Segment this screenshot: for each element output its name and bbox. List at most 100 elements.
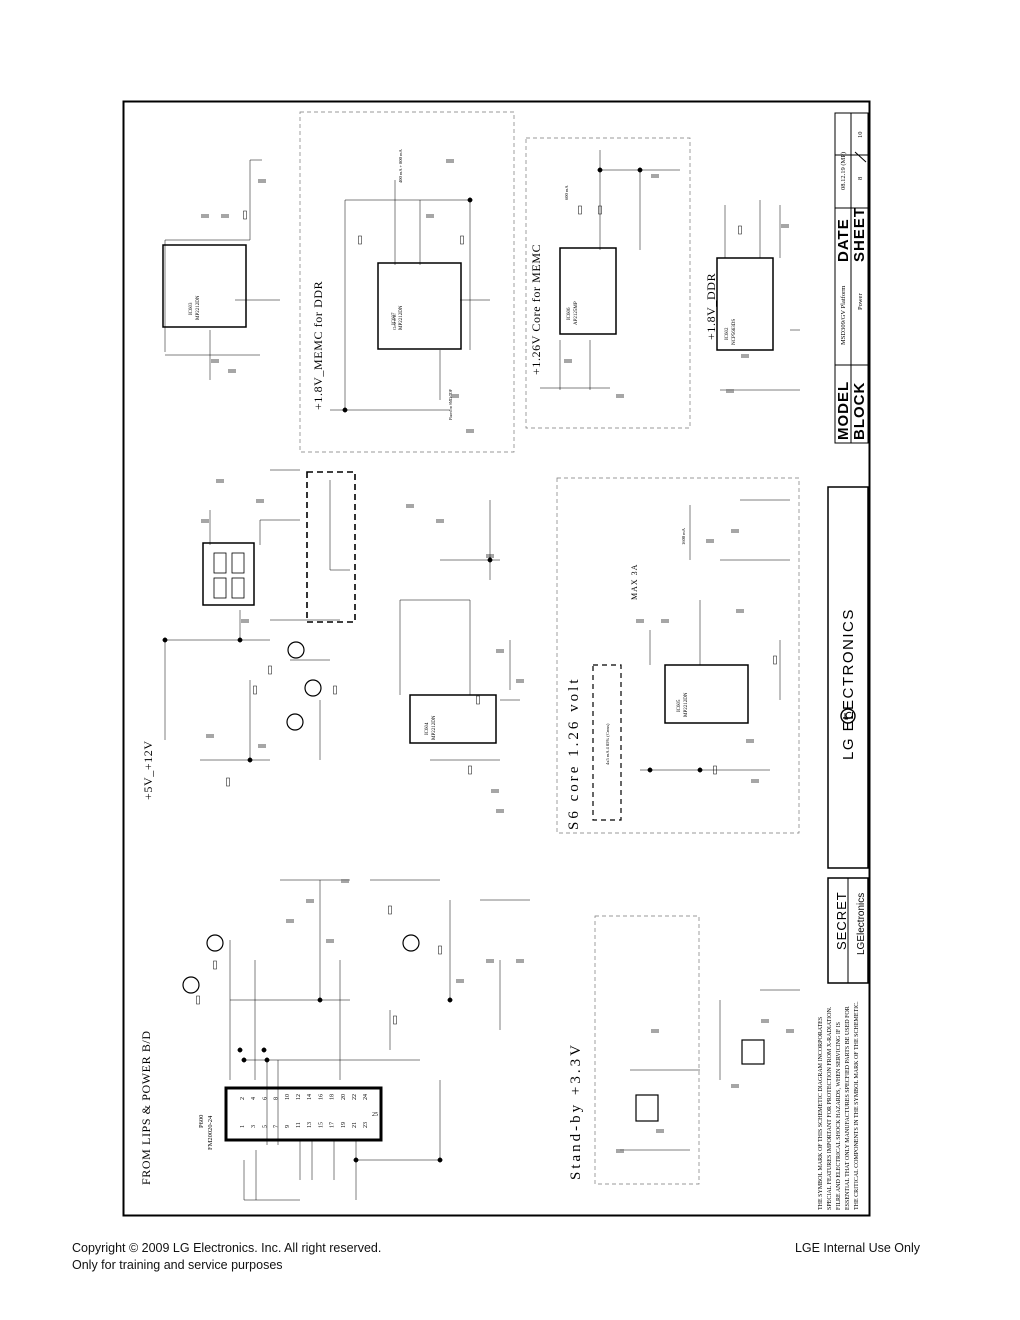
title-block-label: BLOCK [851, 382, 868, 440]
resistor [333, 685, 337, 695]
title-sheet-total: 10 [857, 132, 864, 139]
connector-pin: 15 [318, 1122, 324, 1128]
label-current-18: 1600 mA [681, 527, 686, 545]
svg-text:IC605: IC605 [677, 699, 682, 712]
capacitor [706, 539, 714, 543]
title-sheet-label: SHEET [851, 207, 868, 262]
capacitor [731, 529, 739, 533]
region-s6-core [556, 477, 800, 834]
svg-text:ESSENTIAL THAT ONLY MANUFACTUR: ESSENTIAL THAT ONLY MANUFACTURES SPECFIE… [845, 1006, 851, 1210]
heading-core-memc: +1.26V Core for MEMC [529, 244, 543, 375]
ic-ic606: IC606 AP2125MP [559, 247, 617, 335]
resistor [468, 765, 472, 775]
capacitor [786, 1029, 794, 1033]
note-close-ic: Close to IC [393, 313, 397, 330]
secret-label: SECRET [834, 891, 849, 950]
connector-pin: 7 [274, 1125, 280, 1128]
label-current-s6: 4x5 mA 4 85% (Cross) [605, 723, 610, 765]
connector-ref: P600 [198, 1115, 205, 1128]
svg-text:15: 15 [318, 1122, 324, 1128]
svg-text:THE CRITICAL COMPONENTS IN THE: THE CRITICAL COMPONENTS IN THE SYMBOL MA… [854, 1001, 860, 1210]
lg-logo-icon [840, 708, 856, 724]
resistor [226, 777, 230, 787]
footer-internal: LGE Internal Use Only [794, 1241, 920, 1255]
capacitor [741, 354, 749, 358]
svg-text:21: 21 [352, 1122, 358, 1128]
capacitor [258, 179, 266, 183]
svg-text:24: 24 [363, 1094, 369, 1100]
capacitor [258, 744, 266, 748]
resistor [358, 235, 362, 245]
heading-s6-core: S6 core 1.26 volt [566, 677, 582, 831]
resistor [598, 205, 602, 215]
capacitor [201, 214, 209, 218]
connector-part: FM20020-24 [207, 1115, 214, 1150]
capacitor [726, 389, 734, 393]
svg-text:9: 9 [285, 1125, 291, 1128]
svg-text:1: 1 [240, 1125, 246, 1128]
svg-text:MP2212DN: MP2212DN [399, 305, 404, 330]
capacitor [256, 499, 264, 503]
title-date-value: 08.12.19 (MP) [840, 152, 847, 190]
heading-ddr: +1.8V_DDR [704, 273, 718, 340]
ic-ic604: IC604 MP2212DN [409, 694, 497, 744]
label-current-ddr: 400 mA + 800 mA [398, 148, 403, 183]
svg-text:23: 23 [363, 1122, 369, 1128]
connector-pin: 10 [285, 1094, 291, 1100]
svg-text:13: 13 [307, 1122, 313, 1128]
capacitor [221, 214, 229, 218]
capacitor [201, 519, 209, 523]
title-block-value: Power [857, 293, 864, 310]
capacitor [456, 979, 464, 983]
capacitor [616, 1149, 624, 1153]
resistor [713, 765, 717, 775]
capacitor [216, 479, 224, 483]
connector-pin: 16 [318, 1094, 324, 1100]
resistor [268, 665, 272, 675]
svg-text:5: 5 [262, 1125, 268, 1128]
note-placed-smd: Placed on SMD-TOP [449, 389, 453, 420]
capacitor [491, 789, 499, 793]
ic-ic608 [202, 542, 255, 606]
svg-text:6: 6 [262, 1097, 268, 1100]
ic-ic607: IC607 MP2212DN [377, 262, 462, 350]
connector-pin: 3 [251, 1125, 257, 1128]
connector-pin: 9 [285, 1125, 291, 1128]
connector-pin: 11 [296, 1122, 302, 1128]
connector-pin: 22 [352, 1094, 358, 1100]
heading-from-lips: FROM LIPS & POWER B/D [139, 1030, 153, 1185]
title-sheet-value: 8 [857, 177, 864, 180]
connector-pin: 5 [262, 1125, 268, 1128]
capacitor [436, 519, 444, 523]
svg-text:MP2212DN: MP2212DN [196, 295, 201, 320]
region-memc-ddr [299, 111, 515, 453]
capacitor [661, 619, 669, 623]
resistor [773, 655, 777, 665]
connector-pin: 21 [352, 1122, 358, 1128]
resistor [213, 960, 217, 970]
connector-pin: 20 [341, 1094, 347, 1100]
capacitor [241, 619, 249, 623]
capacitor [496, 649, 504, 653]
svg-text:IC602: IC602 [725, 327, 730, 340]
transistor-q601 [287, 641, 305, 659]
connector-pin: 2 [240, 1097, 246, 1100]
connector-pin-25: 25 [372, 1112, 378, 1118]
capacitor [486, 554, 494, 558]
region-power-on-box [306, 471, 356, 623]
title-model-value: MSD309/GV Platform [840, 286, 847, 345]
title-model-label: MODEL [835, 381, 852, 440]
resistor [438, 945, 442, 955]
safety-note: THE SYMBOL MARK OF THIS SCHEMETIC DIAGRA… [818, 1001, 860, 1210]
connector-pin: 4 [251, 1097, 257, 1100]
capacitor [206, 734, 214, 738]
transistor-q603 [286, 713, 304, 731]
title-date-label: DATE [835, 218, 852, 262]
capacitor [636, 619, 644, 623]
capacitor [616, 394, 624, 398]
connector-pin: 14 [307, 1094, 313, 1100]
footer-left: Copyright © 2009 LG Electronics. Inc. Al… [72, 1240, 381, 1274]
ic-ic605: IC605 MP2212DN [664, 664, 749, 724]
heading-memc-ddr: +1.8V_MEMC for DDR [311, 281, 325, 410]
svg-text:18: 18 [330, 1094, 336, 1100]
